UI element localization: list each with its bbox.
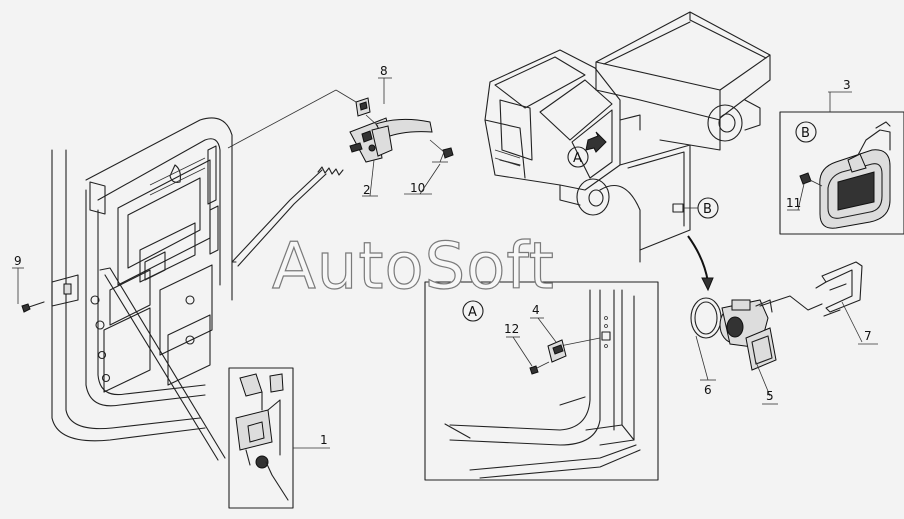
view-b-marker-detail	[795, 121, 817, 143]
handle-location-arrow	[585, 131, 607, 153]
bolt-9	[21, 301, 45, 313]
callout-6: 6	[704, 383, 712, 397]
callout-1: 1	[320, 433, 328, 447]
callout-7: 7	[864, 329, 872, 343]
view-a-marker-detail	[462, 300, 484, 322]
screw-10	[429, 139, 454, 159]
lock-detail-box	[228, 367, 294, 509]
cab-side-panel	[599, 144, 691, 263]
callout-8: 8	[380, 64, 388, 78]
screw-11	[799, 172, 823, 187]
detail-arrow	[687, 235, 709, 283]
callout-11: 11	[786, 196, 801, 210]
callout-3: 3	[843, 78, 851, 92]
door-inner-panel	[51, 117, 233, 442]
lock-cylinder-5	[719, 299, 777, 371]
callout-4: 4	[532, 303, 540, 317]
svg-text:A: A	[573, 151, 582, 166]
callout-5: 5	[766, 389, 774, 403]
svg-text:B: B	[801, 126, 810, 141]
callout-2: 2	[363, 183, 371, 197]
detail-b-box	[779, 111, 904, 235]
callout-12: 12	[504, 322, 519, 336]
detail-a-panel	[444, 289, 641, 479]
bracket-9	[51, 274, 79, 307]
outside-handle-3	[819, 121, 891, 229]
svg-text:B: B	[703, 202, 712, 217]
gasket-6	[690, 297, 722, 339]
screw-12	[529, 361, 550, 375]
watermark-text: AutoSoft	[272, 230, 555, 304]
callout-9: 9	[14, 254, 22, 268]
rod-spring	[317, 166, 344, 176]
callout-10: 10	[410, 181, 425, 195]
striker-4	[547, 339, 567, 363]
detail-a-box	[424, 281, 659, 481]
lock-rod	[99, 267, 226, 459]
clip-8	[355, 97, 379, 127]
view-b-marker-truck	[697, 197, 719, 219]
view-a-marker-truck	[567, 146, 589, 168]
handle-rod	[231, 169, 323, 263]
inside-handle-2	[349, 117, 433, 163]
clip-7	[815, 261, 863, 317]
door-lock-1	[235, 373, 289, 501]
svg-text:A: A	[468, 305, 477, 320]
truck-illustration	[484, 11, 771, 216]
